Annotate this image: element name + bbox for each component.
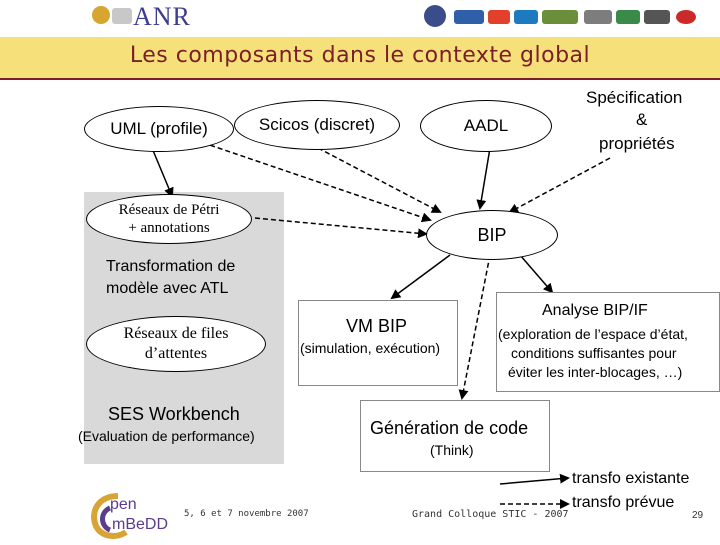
ses-line1: SES Workbench (108, 404, 240, 424)
analyse-title: Analyse BIP/IF (542, 302, 648, 319)
node-spec-line2: & (636, 110, 648, 129)
footer-event: Grand Colloque STIC - 2007 (412, 509, 569, 520)
node-analyse-bip-if (496, 292, 720, 392)
node-vm-bip (298, 300, 458, 386)
partner-logo-4-icon (514, 10, 538, 24)
arrow-petri-to-bip (254, 217, 428, 239)
page-number: 29 (692, 510, 704, 521)
node-petri-line1: Réseaux de Pétri (118, 202, 220, 218)
node-scicos-label: Scicos (discret) (258, 115, 376, 134)
node-aadl-label: AADL (463, 116, 509, 135)
arrow-spec-to-bip (508, 157, 611, 213)
arrow-bip-to-vmbip (390, 254, 451, 300)
slide-title: Les composants dans le contexte global (129, 43, 591, 68)
node-bip-label: BIP (477, 224, 507, 245)
partner-logo-9-icon (676, 10, 696, 24)
partner-logo-8-icon (644, 10, 670, 24)
analyse-line3: éviter les inter-blocages, …) (508, 364, 683, 380)
gen-line1: Génération de code (370, 418, 529, 438)
analyse-line2: conditions suffisantes pour (511, 345, 677, 361)
node-spec-line3: propriétés (599, 134, 675, 153)
footer-dates: 5, 6 et 7 novembre 2007 (184, 509, 309, 519)
arrow-scicos-to-bip (317, 147, 442, 213)
legend-solid-arrow (499, 473, 570, 485)
title-underline (0, 78, 720, 80)
ses-line2: (Evaluation de performance) (78, 428, 255, 444)
node-queue-line2: d’attentes (144, 345, 208, 362)
analyse-line1: (exploration de l’espace d’état, (498, 326, 688, 342)
gen-line2: (Think) (430, 442, 474, 458)
node-queue-networks: Réseaux de files d’attentes (86, 316, 266, 372)
partner-logo-2-icon (454, 10, 484, 24)
arrow-bip-to-generation (458, 254, 491, 400)
node-uml-label: UML (profile) (110, 119, 208, 138)
node-spec-line1: Spécification (586, 88, 683, 107)
partner-logo-1-icon (424, 5, 446, 27)
partner-logo-circle-icon (92, 6, 110, 24)
vmbip-line1: VM BIP (346, 316, 408, 336)
vmbip-line2: (simulation, exécution) (300, 340, 441, 356)
partner-logos-strip: ANR (0, 0, 720, 34)
partner-logo-3-icon (488, 10, 510, 24)
arrow-bip-to-analyse (519, 254, 554, 294)
title-band: Les composants dans le contexte global (0, 37, 720, 80)
partner-logo-5-icon (542, 10, 578, 24)
atl-line1: Transformation de (106, 258, 236, 275)
node-scicos: Scicos (discret) (234, 100, 400, 150)
node-code-generation (360, 400, 550, 472)
logo-text-1: pen (110, 496, 137, 513)
partner-logo-7-icon (616, 10, 640, 24)
node-petri-line2: + annotations (128, 220, 210, 236)
openembedd-logo-icon (91, 493, 128, 539)
node-uml-profile: UML (profile) (84, 106, 234, 152)
arrow-uml-to-petri (151, 147, 174, 198)
anr-logo: ANR (133, 2, 191, 31)
logo-text-2: mBeDD (112, 516, 169, 533)
node-petri: Réseaux de Pétri + annotations (86, 194, 252, 244)
partner-logo-ministry-icon (112, 8, 132, 24)
node-aadl: AADL (420, 100, 552, 152)
arrow-aadl-to-bip (476, 147, 491, 210)
partner-logo-6-icon (584, 10, 612, 24)
atl-line2: modèle avec ATL (106, 280, 229, 297)
openembedd-logo: pen mBeDD (88, 490, 178, 540)
legend-existing: transfo existante (572, 470, 690, 487)
node-queue-line1: Réseaux de files (123, 325, 229, 342)
node-bip: BIP (426, 210, 558, 260)
legend-planned: transfo prévue (572, 494, 675, 511)
arrow-uml-to-bip (194, 139, 432, 223)
